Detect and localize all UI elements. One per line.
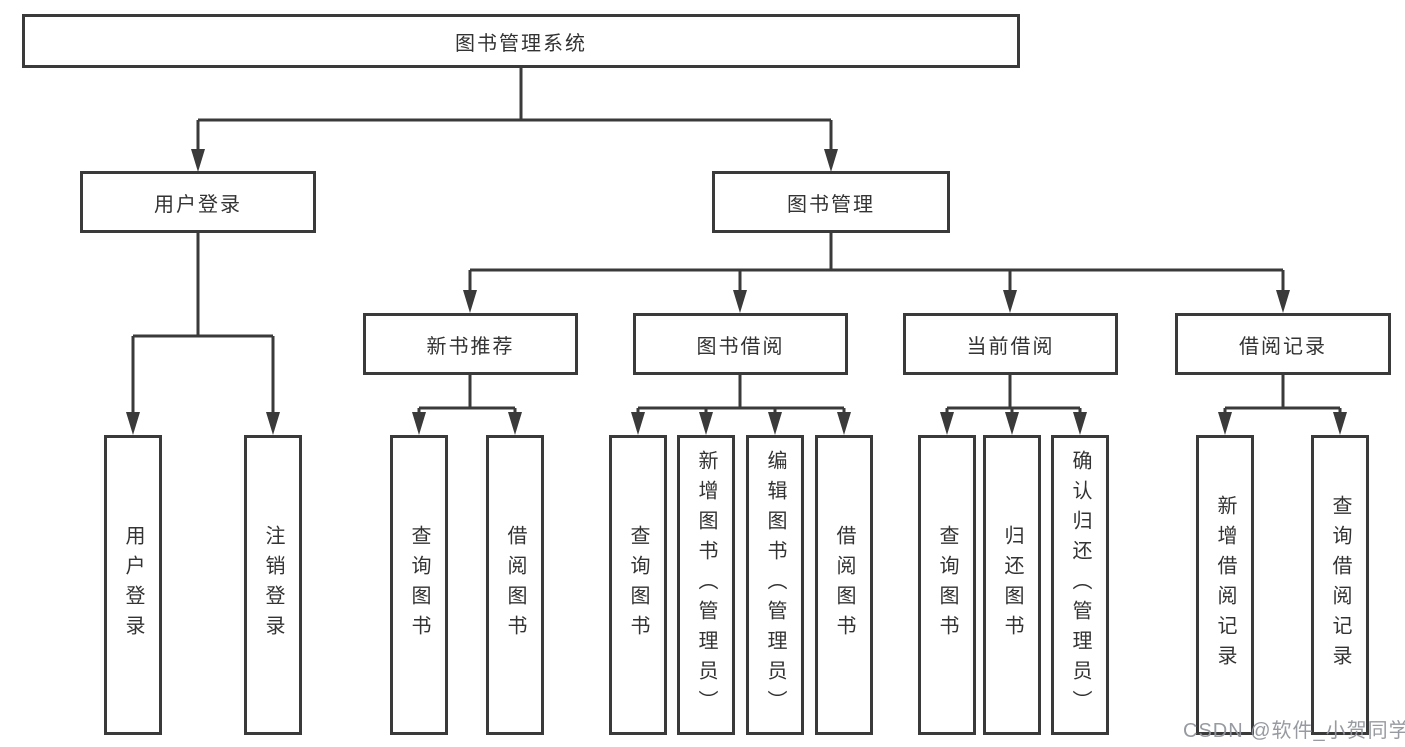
leaf-user-login-label: 用户登录 xyxy=(122,525,144,645)
leaf-edit-books-admin-label: 编辑图书（管理员） xyxy=(764,450,786,720)
leaf-confirm-return-admin: 确认归还（管理员） xyxy=(1051,435,1109,735)
leaf-query-books-borrow: 查询图书 xyxy=(609,435,667,735)
connector-borrow-children xyxy=(636,375,846,414)
connector-newrec-children xyxy=(417,375,517,414)
node-book-management: 图书管理 xyxy=(712,171,950,233)
leaf-add-borrow-record-label: 新增借阅记录 xyxy=(1214,495,1236,675)
node-book-management-label: 图书管理 xyxy=(787,193,875,216)
leaf-query-borrow-record: 查询借阅记录 xyxy=(1311,435,1369,735)
arrowheads-current-children xyxy=(940,412,1087,435)
leaf-confirm-return-admin-label: 确认归还（管理员） xyxy=(1069,450,1091,720)
arrowheads-level2 xyxy=(191,149,838,172)
leaf-logout-label: 注销登录 xyxy=(262,525,284,645)
node-system-root: 图书管理系统 xyxy=(22,14,1020,68)
leaf-edit-books-admin: 编辑图书（管理员） xyxy=(746,435,804,735)
connector-root-to-level2 xyxy=(196,68,833,152)
leaf-add-books-admin: 新增图书（管理员） xyxy=(677,435,735,735)
leaf-query-books-newrec-label: 查询图书 xyxy=(408,525,430,645)
leaf-logout: 注销登录 xyxy=(244,435,302,735)
leaf-borrow-books-label: 借阅图书 xyxy=(833,525,855,645)
node-book-borrow-label: 图书借阅 xyxy=(696,335,785,358)
csdn-watermark: CSDN @软件_小贺同学 xyxy=(1183,720,1405,742)
node-user-login-label: 用户登录 xyxy=(154,193,242,216)
leaf-add-books-admin-label: 新增图书（管理员） xyxy=(695,450,717,720)
leaf-query-books-current-label: 查询图书 xyxy=(936,525,958,645)
leaf-user-login: 用户登录 xyxy=(104,435,162,735)
leaf-return-books-label: 归还图书 xyxy=(1001,525,1023,645)
node-user-login: 用户登录 xyxy=(80,171,316,233)
arrowheads-book-mgmt-children xyxy=(463,290,1290,313)
arrowheads-borrow-children xyxy=(631,412,851,435)
leaf-query-books-newrec: 查询图书 xyxy=(390,435,448,735)
leaf-borrow-books-newrec-label: 借阅图书 xyxy=(504,525,526,645)
leaf-query-borrow-record-label: 查询借阅记录 xyxy=(1329,495,1351,675)
node-new-book-recommend-label: 新书推荐 xyxy=(426,335,515,358)
leaf-return-books: 归还图书 xyxy=(983,435,1041,735)
connector-current-children xyxy=(945,375,1082,414)
node-book-borrow: 图书借阅 xyxy=(633,313,848,375)
node-borrow-records-label: 借阅记录 xyxy=(1239,335,1327,358)
connector-user-login-children xyxy=(131,233,275,414)
leaf-query-books-borrow-label: 查询图书 xyxy=(627,525,649,645)
node-new-book-recommend: 新书推荐 xyxy=(363,313,578,375)
connector-records-children xyxy=(1223,375,1342,414)
connector-book-mgmt-children xyxy=(468,233,1285,292)
arrowheads-user-login-children xyxy=(126,412,280,435)
leaf-borrow-books: 借阅图书 xyxy=(815,435,873,735)
arrowheads-records-children xyxy=(1218,412,1347,435)
leaf-borrow-books-newrec: 借阅图书 xyxy=(486,435,544,735)
leaf-add-borrow-record: 新增借阅记录 xyxy=(1196,435,1254,735)
node-current-borrow-label: 当前借阅 xyxy=(966,335,1055,358)
arrowheads-newrec-children xyxy=(412,412,522,435)
leaf-query-books-current: 查询图书 xyxy=(918,435,976,735)
node-system-root-label: 图书管理系统 xyxy=(455,32,587,55)
node-borrow-records: 借阅记录 xyxy=(1175,313,1391,375)
node-current-borrow: 当前借阅 xyxy=(903,313,1118,375)
